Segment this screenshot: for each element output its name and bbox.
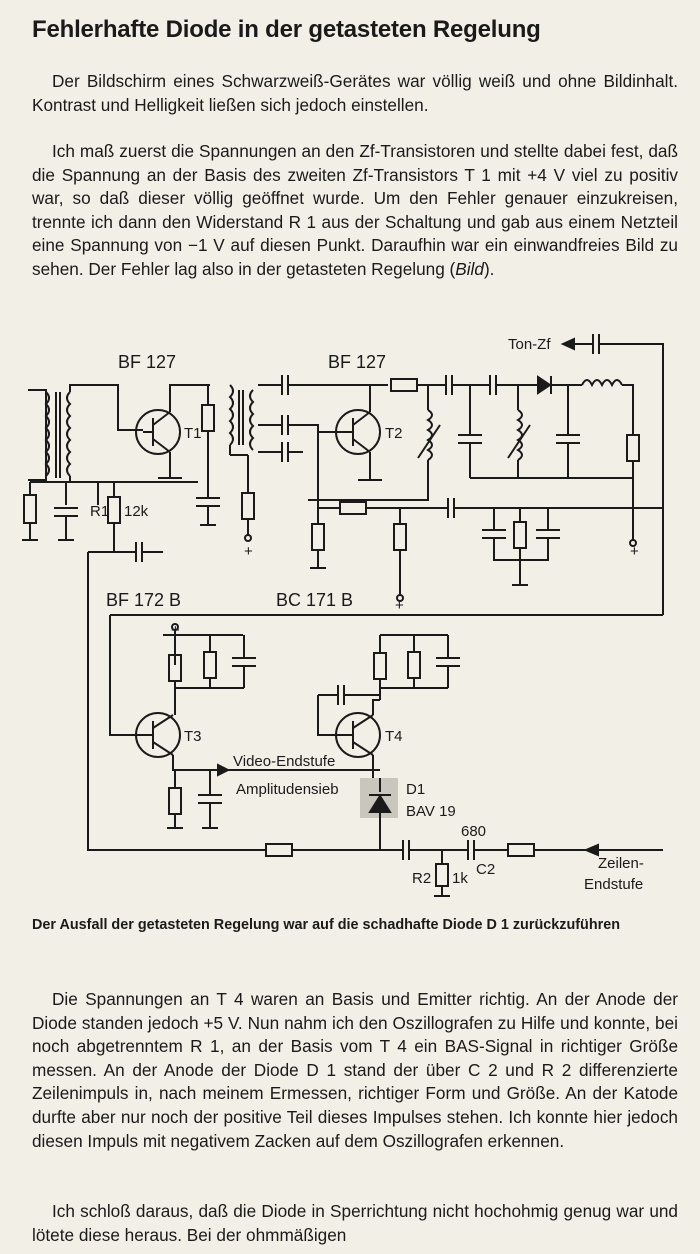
input-transformer (28, 384, 143, 505)
t2-emitter-network (310, 508, 407, 602)
label-bf172b: BF 172 B (106, 590, 181, 610)
label-plus-4: + (171, 622, 180, 639)
label-t2: T2 (385, 425, 403, 442)
bias-network-left (22, 481, 198, 820)
label-bf127-t1: BF 127 (118, 352, 176, 372)
paragraph-oscilloscope: Die Spannungen an T 4 waren an Basis und… (32, 989, 678, 1151)
paragraph-intro: Der Bildschirm eines Schwarzweiß-Gerätes… (32, 71, 678, 115)
label-r2: R2 (412, 870, 431, 887)
paragraph-measurement-text: Ich maß zuerst die Spannungen an den Zf-… (32, 141, 678, 279)
label-r1-value: 12k (124, 503, 149, 520)
paragraph-measurement-end: ). (483, 258, 495, 279)
transistor-t1 (135, 384, 210, 479)
label-ton-zf: Ton-Zf (508, 336, 551, 353)
label-video-endstufe: Video-Endstufe (233, 753, 335, 770)
circuit-schematic: Ton-Zf BF 127 BF 127 T1 T2 R1 12k + + + … (22, 334, 664, 897)
figure-reference: Bild (455, 258, 484, 279)
label-bf127-t2: BF 127 (328, 352, 386, 372)
label-r1: R1 (90, 503, 109, 520)
diode-d1 (360, 778, 398, 850)
figure-caption: Der Ausfall der getasteten Regelung war … (32, 917, 620, 933)
label-bav19: BAV 19 (406, 803, 456, 820)
label-zeilen: Zeilen- (598, 855, 644, 872)
transistor-t4 (317, 634, 460, 778)
paragraph-measurement: Ich maß zuerst die Spannungen an den Zf-… (32, 140, 678, 282)
line-pulse-network (87, 820, 663, 897)
label-r2-value: 1k (452, 870, 468, 887)
label-c680: 680 (461, 823, 486, 840)
label-c2: C2 (476, 861, 495, 878)
label-endstufe: Endstufe (584, 876, 643, 893)
t1-output-network (196, 384, 255, 542)
label-plus-3: + (395, 597, 404, 614)
label-plus-1: + (244, 543, 253, 560)
paragraph-conclusion: Ich schloß daraus, daß die Diode in Sper… (32, 1201, 678, 1245)
label-t1: T1 (184, 425, 202, 442)
if-filter-network (308, 334, 664, 615)
label-t3: T3 (184, 728, 202, 745)
transistor-t2 (258, 375, 388, 508)
label-plus-2: + (630, 543, 639, 560)
label-bc171b: BC 171 B (276, 590, 353, 610)
label-d1: D1 (406, 781, 425, 798)
article-title: Fehlerhafte Diode in der getasteten Rege… (32, 16, 541, 43)
agc-network (109, 614, 663, 736)
label-amplitudensieb: Amplitudensieb (236, 781, 339, 798)
label-t4: T4 (385, 728, 403, 745)
transistor-t3 (130, 712, 380, 829)
